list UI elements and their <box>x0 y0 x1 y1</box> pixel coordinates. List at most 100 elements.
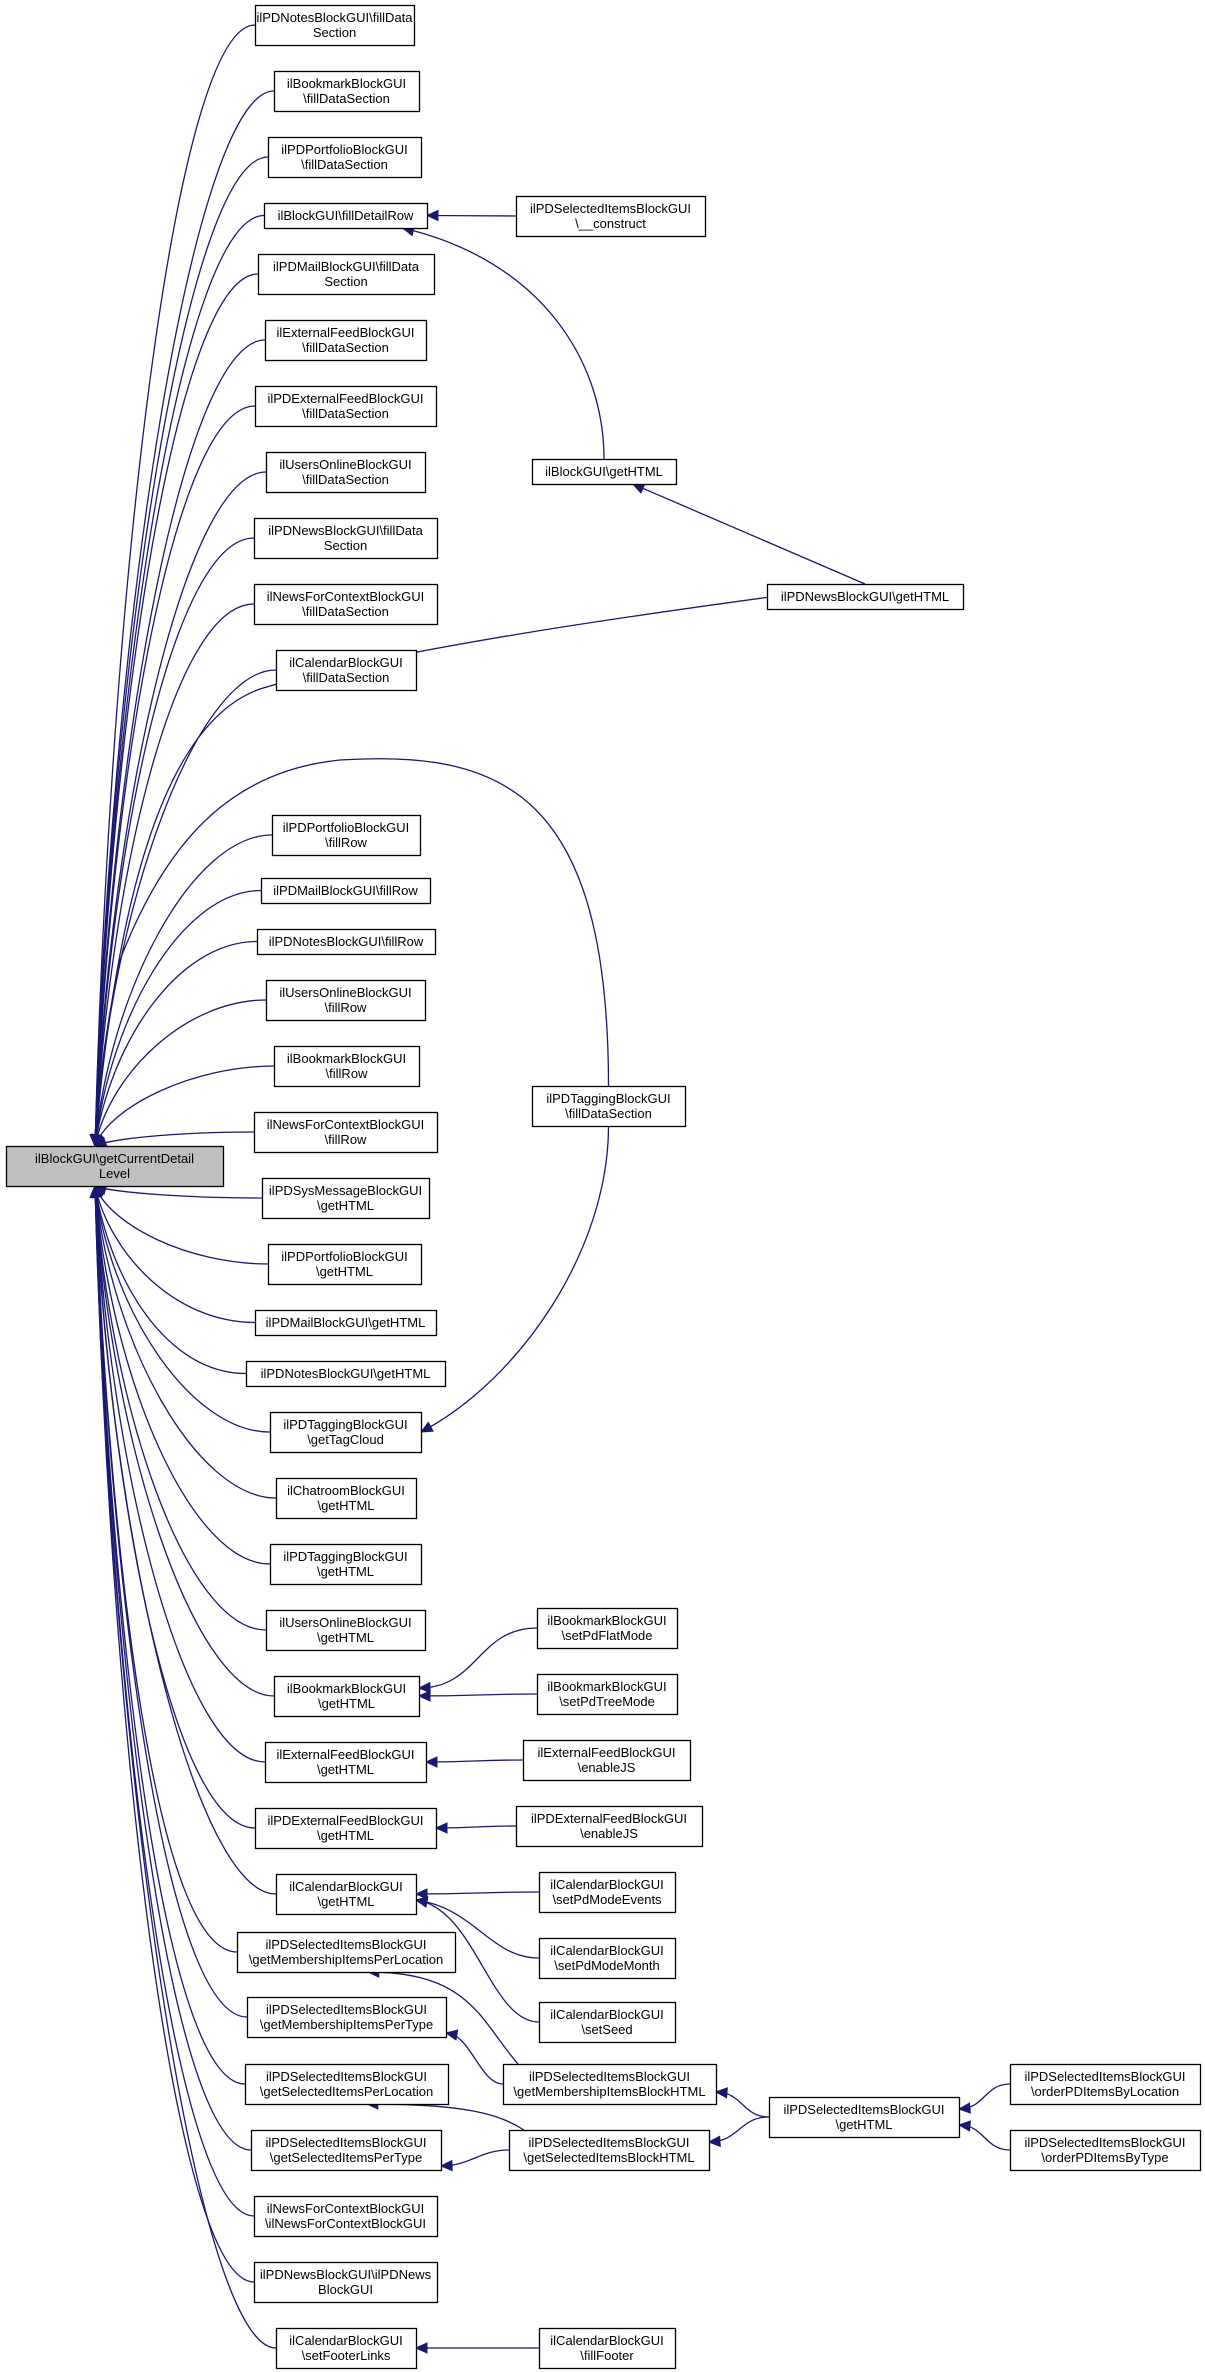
node-label: \getMembershipItemsBlockHTML <box>513 2084 705 2099</box>
graph-node[interactable]: ilPDSelectedItemsBlockGUI\getHTML <box>768 2096 961 2139</box>
node-box <box>531 1085 687 1128</box>
graph-node[interactable]: ilPDMailBlockGUI\fillDataSection <box>257 253 436 296</box>
graph-node[interactable]: ilPDNotesBlockGUI\fillDataSection <box>254 4 416 47</box>
node-box <box>273 1045 421 1088</box>
graph-node[interactable]: ilPDNewsBlockGUI\getHTML <box>766 583 965 611</box>
edge-n28-to-root <box>94 1185 256 1829</box>
graph-node[interactable]: ilPDSelectedItemsBlockGUI\getMembershipI… <box>236 1931 457 1974</box>
graph-node[interactable]: ilUsersOnlineBlockGUI\fillRow <box>265 979 427 1022</box>
node-box <box>515 195 707 238</box>
edge-n25-to-root <box>94 1185 267 1631</box>
edge-n34-to-root <box>94 1185 255 2217</box>
arrowhead-icon <box>424 1756 438 1768</box>
graph-node[interactable]: ilPDTaggingBlockGUI\fillDataSection <box>531 1085 687 1128</box>
node-label: ilBookmarkBlockGUI <box>287 76 406 91</box>
node-label: ilPDPortfolioBlockGUI <box>283 820 409 835</box>
graph-node[interactable]: ilExternalFeedBlockGUI\getHTML <box>264 1741 428 1784</box>
graph-node[interactable]: ilPDPortfolioBlockGUI\fillRow <box>271 814 422 857</box>
node-box <box>257 253 436 296</box>
graph-node[interactable]: ilCalendarBlockGUI\fillDataSection <box>275 649 418 692</box>
graph-node[interactable]: ilBlockGUI\getHTML <box>531 458 678 486</box>
graph-node[interactable]: ilPDNewsBlockGUI\ilPDNewsBlockGUI <box>253 2261 439 2304</box>
node-label: \fillRow <box>325 1132 368 1147</box>
node-label: \setPdTreeMode <box>559 1694 655 1709</box>
node-label: \getHTML <box>316 1264 373 1279</box>
node-box <box>5 1145 225 1188</box>
edge-m3-to-root <box>94 583 866 1147</box>
graph-node[interactable]: ilPDExternalFeedBlockGUI\enableJS <box>515 1805 704 1848</box>
graph-node[interactable]: ilCalendarBlockGUI\setFooterLinks <box>275 2327 418 2370</box>
graph-node[interactable]: ilPDMailBlockGUI\fillRow <box>260 877 432 905</box>
arrowhead-icon <box>414 2342 428 2354</box>
edge-n33-to-root <box>94 1185 252 2151</box>
arrowhead-icon <box>707 2135 721 2148</box>
graph-node[interactable]: ilBookmarkBlockGUI\fillDataSection <box>273 70 421 113</box>
node-box <box>273 70 421 113</box>
node-label: \fillRow <box>325 835 368 850</box>
graph-node[interactable]: ilPDTaggingBlockGUI\getTagCloud <box>269 1411 423 1454</box>
graph-node[interactable]: ilPDPortfolioBlockGUI\getHTML <box>267 1243 423 1286</box>
graph-node[interactable]: ilPDSelectedItemsBlockGUI\getSelectedIte… <box>244 2063 450 2106</box>
graph-node[interactable]: ilPDNotesBlockGUI\fillRow <box>256 928 437 956</box>
graph-node[interactable]: ilBookmarkBlockGUI\setPdFlatMode <box>536 1607 679 1650</box>
node-label: ilPDSelectedItemsBlockGUI <box>783 2102 944 2117</box>
node-label: \ilNewsForContextBlockGUI <box>265 2216 426 2231</box>
node-label: ilBookmarkBlockGUI <box>547 1679 666 1694</box>
graph-node[interactable]: ilPDSelectedItemsBlockGUI\getSelectedIte… <box>508 2129 711 2172</box>
graph-node[interactable]: ilPDSelectedItemsBlockGUI\orderPDItemsBy… <box>1009 2063 1202 2106</box>
node-label: \fillDataSection <box>302 604 389 619</box>
graph-node[interactable]: ilPDTaggingBlockGUI\getHTML <box>269 1543 423 1586</box>
graph-node[interactable]: ilUsersOnlineBlockGUI\getHTML <box>265 1609 427 1652</box>
graph-node[interactable]: ilPDExternalFeedBlockGUI\fillDataSection <box>254 385 438 428</box>
graph-node[interactable]: ilCalendarBlockGUI\setPdModeMonth <box>538 1937 677 1980</box>
node-box <box>250 2129 443 2172</box>
node-box <box>508 2129 711 2172</box>
graph-node[interactable]: ilCalendarBlockGUI\setSeed <box>538 2001 677 2044</box>
graph-node[interactable]: ilPDNotesBlockGUI\getHTML <box>245 1360 447 1388</box>
edge-n36-to-root <box>94 1185 277 2349</box>
node-label: \fillRow <box>325 1000 368 1015</box>
graph-node[interactable]: ilBookmarkBlockGUI\setPdTreeMode <box>536 1673 679 1716</box>
node-box <box>275 1873 418 1916</box>
graph-node[interactable]: ilPDNewsBlockGUI\fillDataSection <box>253 517 439 560</box>
node-label: ilPDSelectedItemsBlockGUI <box>266 2069 427 2084</box>
node-label: ilExternalFeedBlockGUI <box>277 325 415 340</box>
graph-node[interactable]: ilPDSelectedItemsBlockGUI\getMembershipI… <box>502 2063 718 2106</box>
node-label: \getHTML <box>317 1762 374 1777</box>
edge-n1-to-root <box>94 24 256 1147</box>
node-label: ilPDMailBlockGUI\fillData <box>273 259 420 274</box>
graph-node[interactable]: ilPDPortfolioBlockGUI\fillDataSection <box>267 136 423 179</box>
graph-node[interactable]: ilCalendarBlockGUI\getHTML <box>275 1873 418 1916</box>
edge-n7-to-root <box>94 405 256 1147</box>
node-box <box>254 385 438 428</box>
graph-node[interactable]: ilPDSelectedItemsBlockGUI\getSelectedIte… <box>250 2129 443 2172</box>
graph-node[interactable]: ilCalendarBlockGUI\fillFooter <box>538 2327 677 2370</box>
edge-m9-to-n29 <box>415 1891 540 1895</box>
edge-n35-to-root <box>94 1185 255 2283</box>
graph-node[interactable]: ilChatroomBlockGUI\getHTML <box>275 1477 418 1520</box>
graph-node[interactable]: ilNewsForContextBlockGUI\ilNewsForContex… <box>253 2195 439 2238</box>
graph-node[interactable]: ilPDMailBlockGUI\getHTML <box>254 1309 438 1337</box>
graph-node[interactable]: ilBlockGUI\fillDetailRow <box>263 202 429 230</box>
graph-node[interactable]: ilPDSelectedItemsBlockGUI\getMembershipI… <box>246 1996 448 2039</box>
graph-node[interactable]: ilExternalFeedBlockGUI\enableJS <box>522 1739 692 1782</box>
graph-node[interactable]: ilPDSelectedItemsBlockGUI\__construct <box>515 195 707 238</box>
graph-node[interactable]: ilBookmarkBlockGUI\getHTML <box>273 1675 421 1718</box>
node-label: ilPDExternalFeedBlockGUI <box>531 1811 687 1826</box>
graph-node[interactable]: ilPDExternalFeedBlockGUI\getHTML <box>254 1807 438 1850</box>
graph-node[interactable]: ilPDSelectedItemsBlockGUI\orderPDItemsBy… <box>1009 2129 1202 2172</box>
node-label: ilPDSelectedItemsBlockGUI <box>1024 2069 1185 2084</box>
graph-node[interactable]: ilNewsForContextBlockGUI\fillDataSection <box>253 583 439 626</box>
graph-node[interactable]: ilUsersOnlineBlockGUI\fillDataSection <box>265 451 427 494</box>
graph-node[interactable]: ilExternalFeedBlockGUI\fillDataSection <box>264 319 428 362</box>
graph-node[interactable]: ilPDSysMessageBlockGUI\getHTML <box>261 1177 431 1220</box>
graph-node[interactable]: ilNewsForContextBlockGUI\fillRow <box>253 1111 439 1154</box>
node-box <box>256 928 437 956</box>
graph-node[interactable]: ilBookmarkBlockGUI\fillRow <box>273 1045 421 1088</box>
node-box <box>265 979 427 1022</box>
node-label: \orderPDItemsByLocation <box>1031 2084 1179 2099</box>
graph-node[interactable]: ilCalendarBlockGUI\setPdModeEvents <box>538 1871 677 1914</box>
node-box <box>275 649 418 692</box>
